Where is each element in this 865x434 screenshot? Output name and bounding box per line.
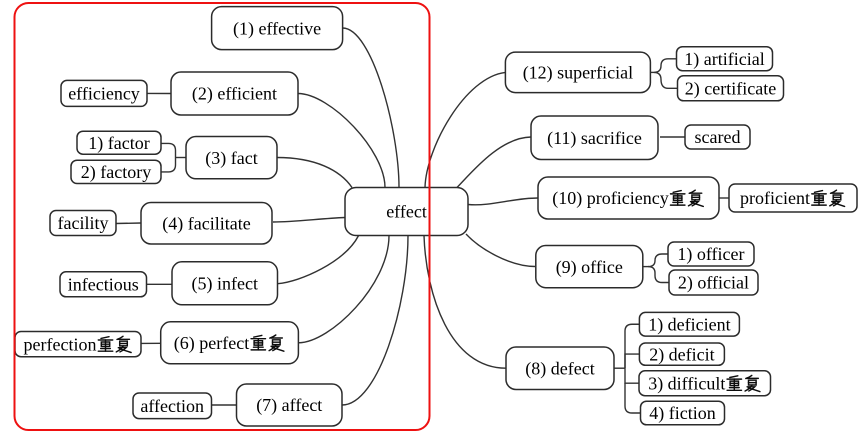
svg-text:3) difficult: 3) difficult [648, 373, 725, 394]
svg-text:perfection: perfection [24, 334, 97, 354]
svg-text:(10) proficiency: (10) proficiency [552, 188, 668, 209]
svg-text:scared: scared [695, 127, 741, 147]
svg-text:(6) perfect: (6) perfect [174, 333, 249, 354]
svg-text:proficient: proficient [740, 188, 810, 208]
svg-text:infectious: infectious [68, 275, 139, 295]
svg-text:(12) superficial: (12) superficial [523, 63, 633, 84]
svg-text:2) certificate: 2) certificate [685, 79, 776, 100]
svg-text:(4) facilitate: (4) facilitate [162, 213, 250, 234]
svg-text:effect: effect [386, 202, 427, 222]
svg-text:2) deficit: 2) deficit [649, 344, 714, 365]
svg-text:(9) office: (9) office [556, 257, 623, 278]
svg-text:4) fiction: 4) fiction [649, 403, 715, 424]
svg-text:(5) infect: (5) infect [192, 274, 258, 295]
svg-text:1) deficient: 1) deficient [648, 314, 730, 335]
svg-text:2) official: 2) official [678, 273, 749, 294]
svg-text:2) factory: 2) factory [81, 162, 151, 183]
svg-text:(1) effective: (1) effective [233, 18, 321, 39]
svg-text:1) artificial: 1) artificial [684, 49, 764, 70]
svg-text:facility: facility [58, 213, 109, 233]
svg-text:efficiency: efficiency [68, 84, 140, 104]
svg-text:(11) sacrifice: (11) sacrifice [547, 128, 642, 149]
svg-text:(3) fact: (3) fact [205, 148, 257, 169]
svg-text:(7) affect: (7) affect [256, 395, 322, 416]
svg-text:1) officer: 1) officer [677, 244, 744, 265]
svg-text:(8) defect: (8) defect [525, 358, 594, 379]
svg-text:1) factor: 1) factor [88, 133, 149, 154]
svg-text:affection: affection [140, 396, 204, 416]
svg-text:(2) efficient: (2) efficient [192, 84, 277, 105]
